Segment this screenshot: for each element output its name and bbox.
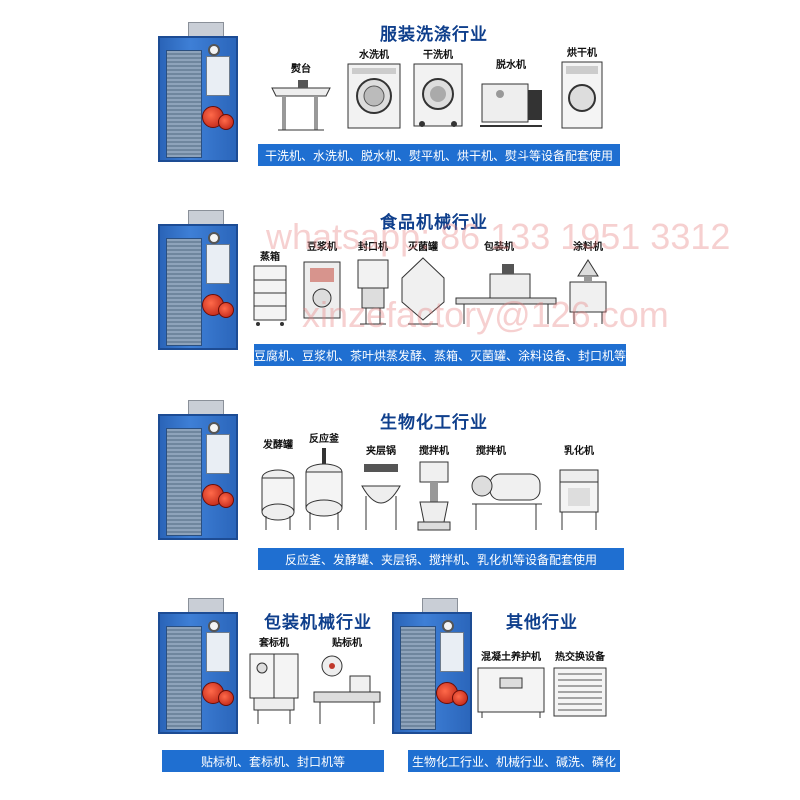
equipment-label: 灭菌罐 [408,242,438,253]
equipment-packaging-line: 包装机 [454,238,558,326]
equipment-label: 脱水机 [496,60,526,71]
section-title-garment: 服装洗涤行业 [380,25,488,45]
equipment-label: 贴标机 [332,638,362,649]
equipment-reactor: 反应釜 [302,430,346,532]
equipment-label: 搅拌机 [476,446,506,457]
steam-generator-image [392,598,472,734]
equipment-label: 热交换设备 [555,652,605,663]
equipment-label: 水洗机 [359,50,389,61]
equipment-label: 豆浆机 [307,242,337,253]
equipment-label: 发酵罐 [263,440,293,451]
equipment-mixer: 搅拌机 [414,442,454,532]
equipment-labeling-machine: 贴标机 [310,634,384,726]
steam-generator-image [158,598,238,734]
section-title-other: 其他行业 [506,613,578,633]
equipment-label: 搅拌机 [419,446,449,457]
equipment-label: 包装机 [484,242,514,253]
banner-other: 生物化工行业、机械行业、碱洗、磷化 [408,750,620,772]
equipment-fermenter: 发酵罐 [258,436,298,532]
section-title-packaging: 包装机械行业 [264,613,372,633]
equipment-steam-cabinet: 蒸箱 [250,248,290,326]
equipment-sterilizer: 灭菌罐 [398,238,448,326]
equipment-coating-machine: 涂料机 [564,238,612,326]
section-title-food: 食品机械行业 [380,213,488,233]
banner-food: 豆腐机、豆浆机、茶叶烘蒸发酵、蒸箱、灭菌罐、涂料设备、封口机等 [254,344,626,366]
steam-generator-image [158,400,238,540]
equipment-label: 夹层锅 [366,446,396,457]
equipment-dry-cleaning-machine: 干洗机 [412,46,464,130]
equipment-label: 烘干机 [567,48,597,59]
equipment-dehydrator: 脱水机 [476,56,546,130]
equipment-dryer: 烘干机 [560,44,604,130]
banner-chem: 反应釜、发酵罐、夹层锅、搅拌机、乳化机等设备配套使用 [258,548,624,570]
equipment-sealing-machine: 封口机 [352,238,394,326]
equipment-label: 熨台 [291,64,311,75]
equipment-label: 涂料机 [573,242,603,253]
equipment-jacketed-kettle: 夹层锅 [356,442,406,532]
equipment-heat-exchanger: 热交换设备 [550,648,610,720]
equipment-label: 混凝土养护机 [481,652,541,663]
equipment-ironing-table: 熨台 [268,60,334,132]
equipment-label: 干洗机 [423,50,453,61]
banner-packaging: 贴标机、套标机、封口机等 [162,750,384,772]
steam-generator-image [158,210,238,350]
banner-garment: 干洗机、水洗机、脱水机、熨平机、烘干机、熨斗等设备配套使用 [258,144,620,166]
equipment-soymilk-machine: 豆浆机 [300,238,344,326]
equipment-mixer-horizontal: 搅拌机 [466,442,546,532]
equipment-emulsifier: 乳化机 [554,442,604,532]
equipment-concrete-curing-machine: 混凝土养护机 [474,648,548,720]
section-title-chem: 生物化工行业 [380,413,488,433]
equipment-label: 蒸箱 [260,252,280,263]
steam-generator-image [158,22,238,162]
equipment-sleeve-labeler: 套标机 [246,634,302,726]
equipment-label: 封口机 [358,242,388,253]
equipment-label: 套标机 [259,638,289,649]
equipment-label: 反应釜 [309,434,339,445]
equipment-washing-machine: 水洗机 [346,46,402,130]
equipment-label: 乳化机 [564,446,594,457]
